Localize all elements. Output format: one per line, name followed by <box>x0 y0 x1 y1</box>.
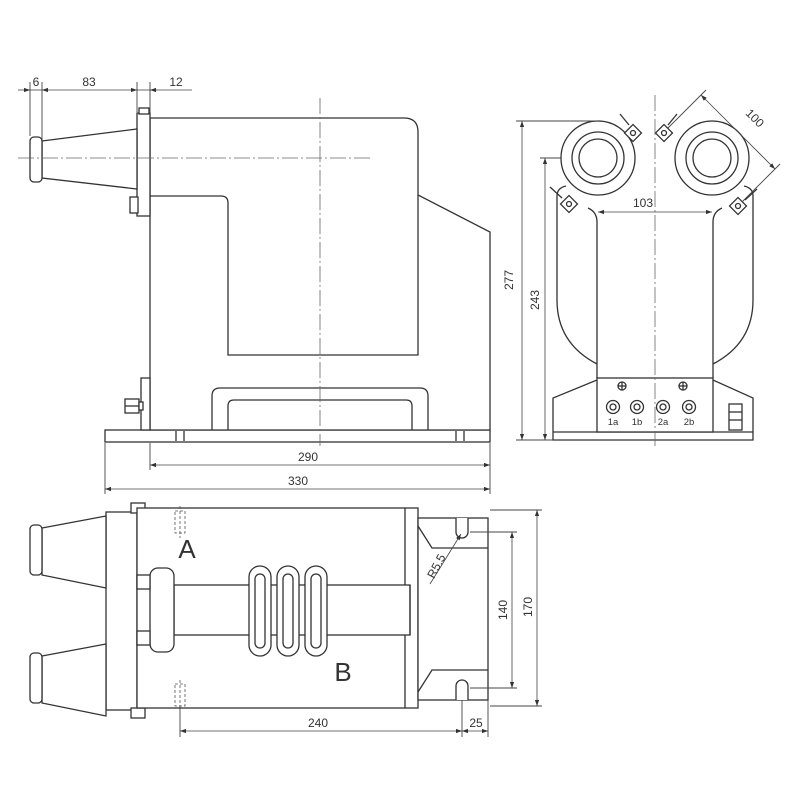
plan-radius-leader <box>429 533 462 585</box>
plan-bushing-a-cone <box>41 515 107 589</box>
bolt-icon <box>654 123 674 143</box>
side-left-leg-outer <box>556 196 598 365</box>
plan-cylinder-end-cap <box>149 567 175 653</box>
plan-cap-bracket-top <box>136 574 151 590</box>
side-ground-bolt <box>728 403 743 431</box>
bolt-icon <box>559 194 579 214</box>
side-bolt-top-left <box>619 113 643 143</box>
plan-label-a: A <box>178 534 196 564</box>
terminal-label: 2b <box>684 417 695 428</box>
bolt-stem <box>619 113 630 126</box>
terminal-stud-icon <box>629 399 645 415</box>
terminal-stud-icon <box>655 399 671 415</box>
front-dim-290: 290 <box>298 450 318 464</box>
plan-bushing-flange <box>105 511 138 711</box>
side-right-leg-inner <box>712 207 723 378</box>
rib-inner <box>254 573 266 649</box>
front-core-window <box>150 195 419 356</box>
plan-label-b: B <box>334 657 351 687</box>
plan-dim-170: 170 <box>521 597 535 617</box>
side-left-leg-top <box>556 185 567 197</box>
bolt-core <box>734 202 742 210</box>
side-terminal-1b: 1b <box>629 399 645 428</box>
front-bushing-cap <box>29 136 43 183</box>
plan-dim-240: 240 <box>308 716 328 730</box>
bolt-stem <box>667 113 678 126</box>
side-right-leg-outer <box>712 196 754 365</box>
side-bushing-left <box>560 120 636 196</box>
terminal-label: 2a <box>658 417 669 428</box>
bushing-inner-ring <box>578 138 618 178</box>
plan-dim-25: 25 <box>469 716 483 730</box>
plan-slot-top <box>455 518 469 539</box>
side-dim-100-line <box>700 94 776 170</box>
rib-inner <box>310 573 322 649</box>
side-right-leg-top <box>743 185 754 197</box>
side-left-leg-inner <box>587 207 598 378</box>
plan-rib-3 <box>304 565 328 657</box>
side-view: 1a 1b 2a 2b <box>502 89 781 446</box>
side-ground-symbol-left <box>617 381 627 391</box>
side-dim-243: 243 <box>528 290 542 310</box>
side-ext-line-diag-2 <box>741 163 781 203</box>
plan-dim-140: 140 <box>496 600 510 620</box>
bolt-core <box>629 129 637 137</box>
front-dim-330: 330 <box>288 474 308 488</box>
side-terminal-2a: 2a <box>655 399 671 428</box>
bolt-icon <box>623 123 643 143</box>
side-dim-100: 100 <box>743 106 767 130</box>
bolt-stem <box>549 186 563 199</box>
rib-inner <box>282 573 294 649</box>
terminal-label: 1a <box>608 417 619 428</box>
plan-foot-edge-top <box>417 525 488 549</box>
rib-outer <box>276 565 300 657</box>
front-bushing-flange <box>136 112 151 217</box>
front-dim-83: 83 <box>82 75 96 89</box>
plan-cap-bracket-bottom <box>136 630 151 646</box>
rib-outer <box>304 565 328 657</box>
terminal-stud-core <box>659 403 667 411</box>
front-bushing-cone <box>41 128 138 190</box>
side-dim-103: 103 <box>633 196 653 210</box>
bolt-core <box>660 129 668 137</box>
plan-rib-2 <box>276 565 300 657</box>
side-ext-line-diag-1 <box>667 89 707 129</box>
front-ground-washer <box>138 401 144 411</box>
terminal-stud-icon <box>681 399 697 415</box>
terminal-label: 1b <box>632 417 643 428</box>
side-bolt-top-right <box>654 113 678 143</box>
front-flange-tab <box>138 107 150 115</box>
side-ground-symbol-right <box>678 381 688 391</box>
terminal-stud-core <box>685 403 693 411</box>
plan-foot-edge-bottom <box>417 669 488 693</box>
rib-outer <box>248 565 272 657</box>
terminal-stud-icon <box>605 399 621 415</box>
front-view: 6 83 12 290 330 <box>18 75 491 494</box>
plan-rib-1 <box>248 565 272 657</box>
bushing-middle-ring <box>571 131 625 185</box>
terminal-stud-core <box>609 403 617 411</box>
bolt-stem <box>744 188 758 201</box>
terminal-stud-core <box>633 403 641 411</box>
side-terminal-1a: 1a <box>605 399 621 428</box>
plan-bushing-b-cone <box>41 643 107 717</box>
front-base-plate <box>104 429 491 443</box>
front-flange-bolt <box>129 196 139 214</box>
front-dim-12: 12 <box>169 75 183 89</box>
plan-mounting-foot <box>417 517 489 701</box>
plan-bushing-b-cap <box>29 652 43 704</box>
side-bolt-left <box>549 186 579 214</box>
plan-slot-bottom <box>455 679 469 700</box>
bolt-core <box>565 200 573 208</box>
side-terminal-2b: 2b <box>681 399 697 428</box>
side-dim-277: 277 <box>502 270 516 290</box>
plan-bushing-a-cap <box>29 524 43 576</box>
plan-view: A B R5.5 140 170 240 25 <box>29 502 542 737</box>
plan-flange-tab-bottom <box>130 707 146 719</box>
front-dim-6: 6 <box>33 75 40 89</box>
